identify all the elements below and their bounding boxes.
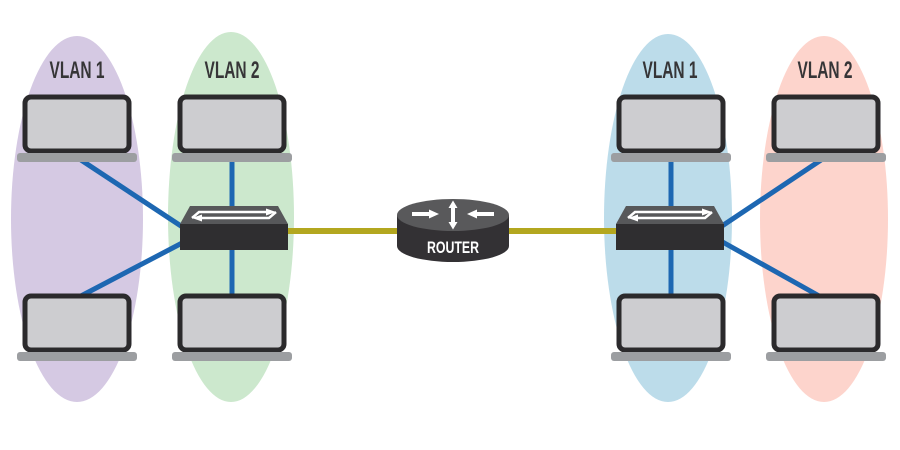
laptop-icon-right-vlan1-bottom bbox=[611, 296, 731, 361]
network-link bbox=[77, 239, 186, 300]
laptop-icon-left-vlan2-top bbox=[172, 97, 292, 162]
network-link bbox=[717, 157, 823, 231]
laptop-icon-left-vlan2-bottom bbox=[172, 296, 292, 361]
laptop-icon-left-vlan1-top bbox=[17, 97, 137, 162]
vlan-label-left-2: VLAN 2 bbox=[205, 57, 260, 84]
laptop-icon-right-vlan2-bottom bbox=[766, 296, 886, 361]
router-label: ROUTER bbox=[427, 238, 479, 257]
laptop-icon-left-vlan1-bottom bbox=[17, 296, 137, 361]
network-link bbox=[79, 157, 186, 231]
vlan-label-right-1: VLAN 1 bbox=[643, 57, 698, 84]
network-link bbox=[717, 237, 823, 300]
switch-icon-left bbox=[178, 204, 290, 252]
vlan-label-left-1: VLAN 1 bbox=[50, 57, 105, 84]
router-icon: ROUTER bbox=[397, 199, 509, 262]
laptop-icon-right-vlan2-top bbox=[766, 97, 886, 162]
router-arrows-icon bbox=[412, 200, 494, 230]
switch-icon-right bbox=[614, 204, 726, 252]
laptop-icon-right-vlan1-top bbox=[611, 97, 731, 162]
vlan-label-right-2: VLAN 2 bbox=[798, 57, 853, 84]
